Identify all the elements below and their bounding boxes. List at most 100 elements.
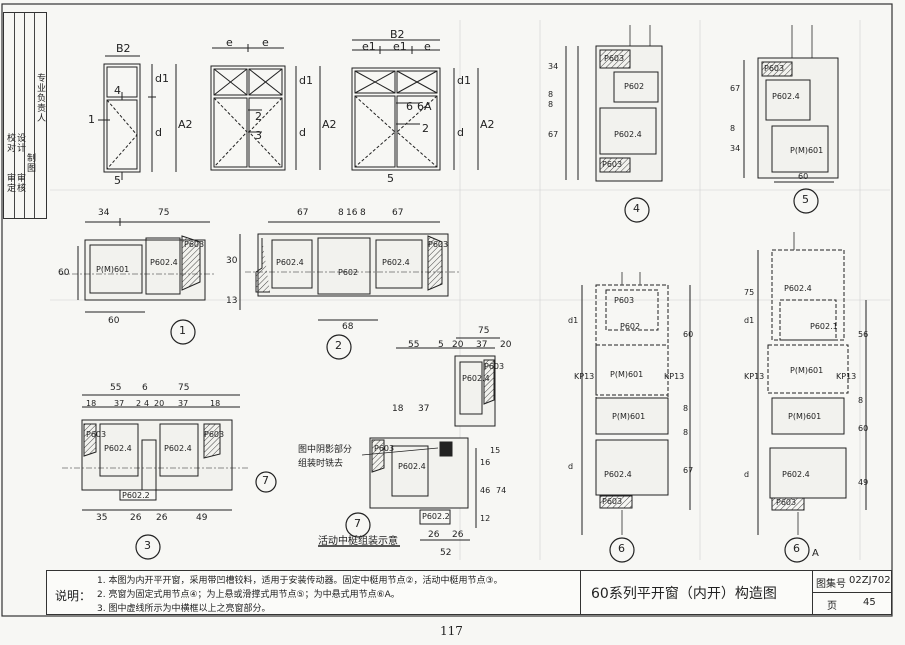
profile-label: P602	[620, 322, 641, 331]
dim-label: 8	[858, 396, 864, 405]
dim-label: 18	[392, 404, 404, 414]
detail-6-marker	[609, 537, 635, 563]
dim-label: 68	[342, 322, 354, 332]
dim-label: 8	[683, 404, 689, 413]
dim-label: 60	[58, 268, 70, 278]
detail-4	[565, 25, 663, 182]
dim-label: 56	[858, 330, 869, 339]
detail-1	[60, 218, 215, 313]
dim-label: d1	[155, 72, 169, 85]
elevation-1	[98, 55, 177, 180]
drawing-title: 60系列平开窗（内开）构造图	[591, 586, 777, 602]
profile-label: KP13	[836, 372, 857, 381]
element-label: 6A	[417, 100, 432, 113]
dim-label: d1	[744, 316, 755, 325]
dim-label: 26	[156, 513, 168, 523]
dim-label: 55	[110, 383, 122, 393]
dim-label: 52	[440, 548, 452, 558]
dim-label: A2	[322, 118, 337, 131]
detail-caption: 活动中梃组装示意	[318, 536, 398, 547]
profile-label: P602	[624, 82, 645, 91]
dim-label: 37	[476, 340, 488, 350]
element-label: 4	[114, 84, 121, 97]
profile-label: P603	[86, 430, 107, 439]
dim-label: 20	[154, 399, 165, 408]
dim-label: 49	[196, 513, 208, 523]
dim-label: B2	[390, 28, 405, 41]
detail-6a	[757, 232, 867, 535]
detail-3-marker	[135, 534, 161, 560]
profile-label: P602	[338, 268, 359, 277]
element-label: 3	[255, 129, 262, 142]
profile-label: KP13	[744, 372, 765, 381]
meta-block: 图集号 02ZJ702 页 45	[812, 570, 892, 615]
profile-label: P(M)601	[610, 370, 644, 379]
approval-stamp: 校对 审定 设计 审核 制图 专业负责人	[3, 12, 47, 219]
dim-label: d1	[299, 74, 313, 87]
detail-2	[239, 221, 460, 321]
detail-number: 3	[144, 539, 151, 552]
profile-label: P602.4	[772, 92, 800, 101]
element-label: 2	[255, 110, 262, 123]
dim-label: 26	[428, 530, 440, 540]
dim-label: 75	[478, 326, 490, 336]
dim-label: 26	[452, 530, 464, 540]
dim-label: 20	[452, 340, 464, 350]
detail-number: 7	[354, 517, 361, 530]
dim-label: e	[424, 40, 431, 53]
profile-label: P603	[614, 296, 635, 305]
stamp-text: 审定	[5, 173, 15, 193]
dim-label: 60	[683, 330, 694, 339]
page-label: 页	[827, 601, 837, 612]
dim-label: 34	[730, 144, 741, 153]
dim-label: 18	[210, 399, 221, 408]
stamp-col-1: 校对 审定	[4, 13, 15, 218]
dim-label: 74	[496, 486, 507, 495]
dim-label: e1	[362, 40, 376, 53]
profile-label: P603	[602, 497, 623, 506]
profile-label: P603	[374, 444, 395, 453]
dim-label: 13	[226, 296, 238, 306]
profile-label: P602.1	[810, 322, 838, 331]
element-label: 6	[406, 100, 413, 113]
detail-number: 5	[802, 193, 809, 206]
dim-label: 37	[114, 399, 125, 408]
profile-label: P602.4	[462, 374, 490, 383]
profile-label: P602.4	[784, 284, 812, 293]
dim-label: 46	[480, 486, 491, 495]
stamp-col-3: 制图	[24, 13, 35, 218]
profile-label: P602.4	[276, 258, 304, 267]
element-label: 5	[114, 174, 121, 187]
dim-label: 35	[96, 513, 108, 523]
profile-label: P602.4	[164, 444, 192, 453]
dim-label: 49	[858, 478, 869, 487]
element-label: 5	[387, 172, 394, 185]
profile-label: P603	[776, 498, 797, 507]
atlas-value: 02ZJ702	[849, 575, 891, 586]
detail-3	[62, 394, 250, 511]
dim-label: 15	[490, 446, 501, 455]
dim-label: 75	[744, 288, 755, 297]
profile-label: P602.4	[614, 130, 642, 139]
dim-label: 8	[360, 208, 366, 218]
element-label: 2	[422, 122, 429, 135]
dim-label: 67	[683, 466, 694, 475]
profile-label: P602.4	[104, 444, 132, 453]
elevation-3	[351, 39, 479, 171]
detail-number: 2	[335, 339, 342, 352]
dim-label: e1	[393, 40, 407, 53]
note-line: 3. 图中虚线所示为中横框以上之亮窗部分。	[97, 604, 271, 614]
element-label: 1	[88, 113, 95, 126]
note-line: 2. 亮窗为固定式用节点④；为上悬或滑撑式用节点⑤；为中悬式用节点⑥A。	[97, 590, 400, 600]
detail-6a-marker	[784, 537, 810, 563]
detail-suffix: A	[812, 548, 819, 559]
page-value: 45	[863, 597, 876, 608]
elevation-2	[210, 44, 321, 171]
profile-label: P603	[602, 160, 623, 169]
stamp-text: 专业负责人	[35, 73, 45, 123]
dim-label: 34	[98, 208, 110, 218]
profile-label: KP13	[574, 372, 595, 381]
profile-label: P602.4	[150, 258, 178, 267]
dim-label: 30	[226, 256, 238, 266]
dim-label: e	[226, 36, 233, 49]
